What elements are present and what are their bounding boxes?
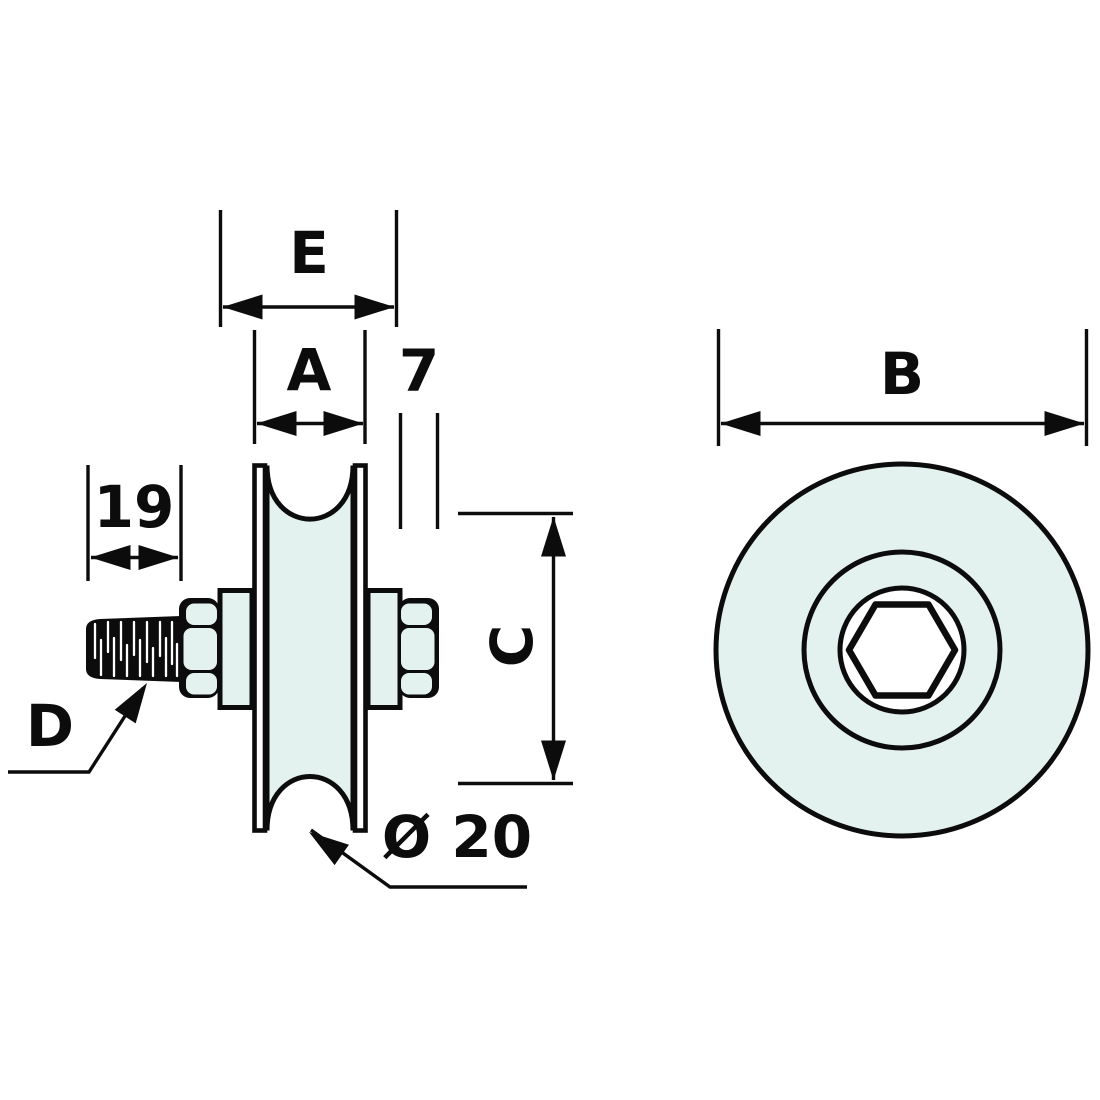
dim-label-B: B: [880, 340, 924, 408]
dimensions: E A 7 19: [8, 210, 1089, 889]
nut-facet-top: [186, 603, 217, 625]
dim-label-E: E: [289, 219, 329, 287]
dimension-B: B: [716, 329, 1089, 446]
dimension-A: A: [252, 330, 367, 444]
nut-facet-top: [401, 603, 432, 625]
hex-socket: [845, 601, 959, 699]
arrowhead: [114, 676, 158, 724]
nut-facet-bottom: [401, 673, 432, 695]
arrowhead: [138, 545, 179, 570]
dimension-7: 7: [398, 337, 440, 529]
arrowhead: [720, 411, 761, 436]
hub-flange-left: [217, 588, 255, 710]
dimension-E: E: [218, 210, 399, 327]
hub-circle: [801, 549, 1003, 751]
arrowhead: [354, 294, 395, 320]
wheel-body: [264, 465, 356, 831]
arrowhead: [541, 516, 566, 557]
dim-label-19: 19: [94, 473, 175, 541]
callout-groove-diameter: Ø 20: [301, 803, 532, 889]
threaded-stud: [86, 616, 181, 682]
dim-label-groove-diameter: Ø 20: [382, 803, 532, 871]
dimension-C: C: [458, 511, 573, 786]
callout-D: D: [8, 676, 158, 774]
arrowhead: [541, 740, 566, 781]
dim-label-7: 7: [399, 337, 439, 405]
nut-facet-bottom: [186, 673, 217, 695]
wheel-rim-right: [352, 463, 368, 833]
wheel-rim-left: [252, 463, 268, 833]
dim-label-D: D: [26, 692, 74, 760]
arrowhead: [323, 411, 364, 436]
hex-nut-left: [179, 598, 219, 698]
arrowhead: [1044, 411, 1085, 436]
dim-label-C: C: [478, 625, 546, 668]
nut-facet-middle: [183, 628, 217, 670]
nut-facet-middle: [401, 628, 435, 670]
hub-flange-right: [365, 588, 403, 710]
dimension-19: 19: [86, 465, 183, 581]
arrowhead: [256, 411, 297, 436]
front-view: [713, 461, 1091, 839]
dim-label-A: A: [287, 336, 332, 404]
hex-nut-right: [399, 598, 439, 698]
side-view: [86, 463, 439, 833]
arrowhead: [301, 821, 349, 866]
thread-texture: [93, 620, 179, 678]
arrowhead: [222, 294, 263, 320]
arrowhead: [90, 545, 131, 570]
